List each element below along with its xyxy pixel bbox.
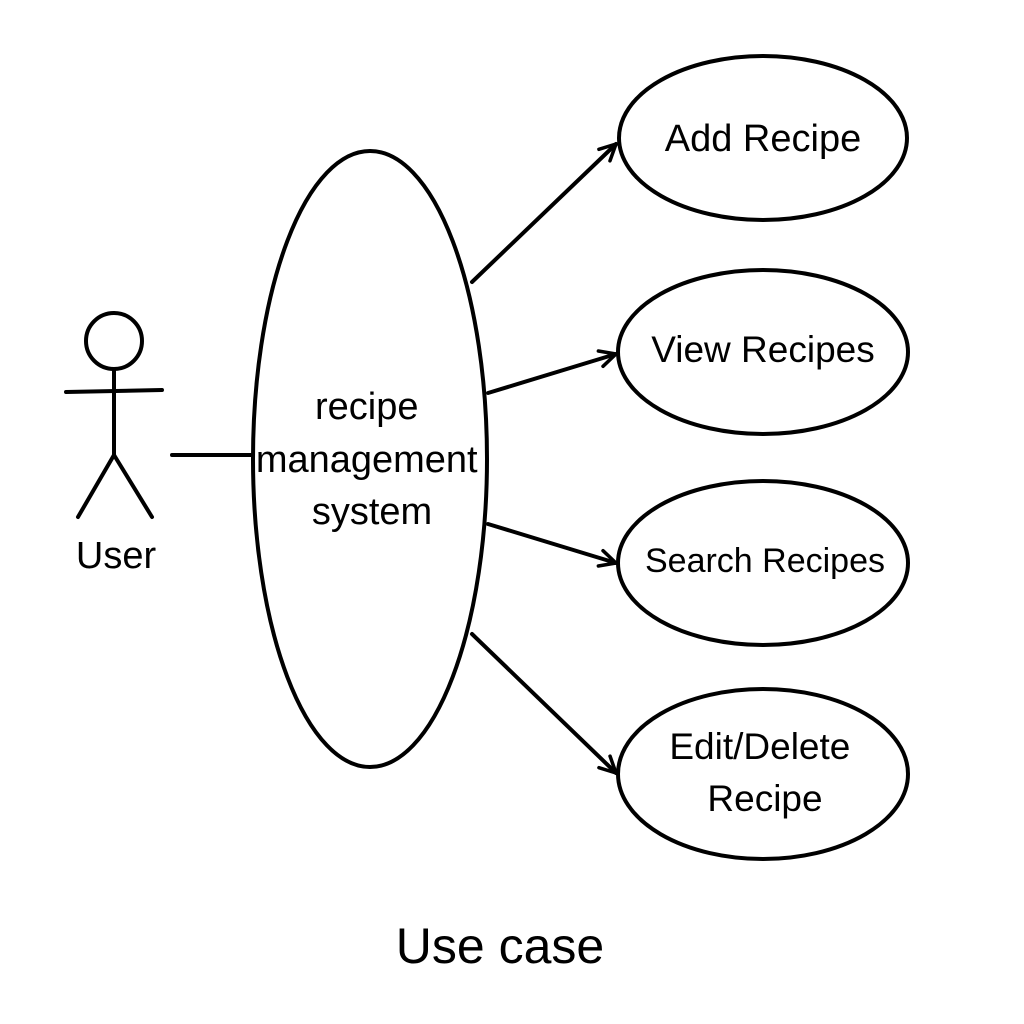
use-case-label-line: Recipe [707,778,822,819]
actor-left-leg [76,453,116,519]
use-case-add-recipe: Add Recipe [617,54,909,222]
arrow-to-view-recipes [486,349,618,395]
arrow-to-search-recipes [486,522,618,568]
use-case-view-recipes: View Recipes [616,268,910,436]
use-case-label-line: Edit/Delete [669,726,850,767]
use-case-ellipse [616,268,910,436]
actor-user-figure [64,311,164,519]
actor-arms [64,388,164,394]
actor-right-leg [112,453,154,519]
use-case-search-recipes: Search Recipes [616,479,910,647]
system-label-line: management [256,439,478,481]
use-case-label-line: Add Recipe [665,118,861,160]
diagram-caption: Use case [396,918,604,974]
use-case-label-line: Search Recipes [645,542,885,580]
system-label: recipe management system [256,386,488,533]
use-case-ellipse [617,54,909,222]
arrow-to-add-recipe [470,142,618,284]
use-case-ellipse [616,687,910,861]
use-case-label: Search Recipes [645,542,885,580]
actor-head [84,311,144,371]
arrow-to-edit-delete-recipe [470,632,618,775]
system-label-line: system [312,491,432,533]
use-case-ellipse [616,479,910,647]
system-ellipse [251,149,489,769]
use-case-label: View Recipes [651,329,874,370]
use-case-label-line: View Recipes [651,329,874,370]
use-case-edit-delete-recipe: Edit/Delete Recipe [616,687,910,861]
use-case-label: Edit/Delete Recipe [669,726,860,819]
actor-label: User [76,535,157,577]
system-label-line: recipe [315,386,419,428]
use-case-label: Add Recipe [665,118,861,160]
